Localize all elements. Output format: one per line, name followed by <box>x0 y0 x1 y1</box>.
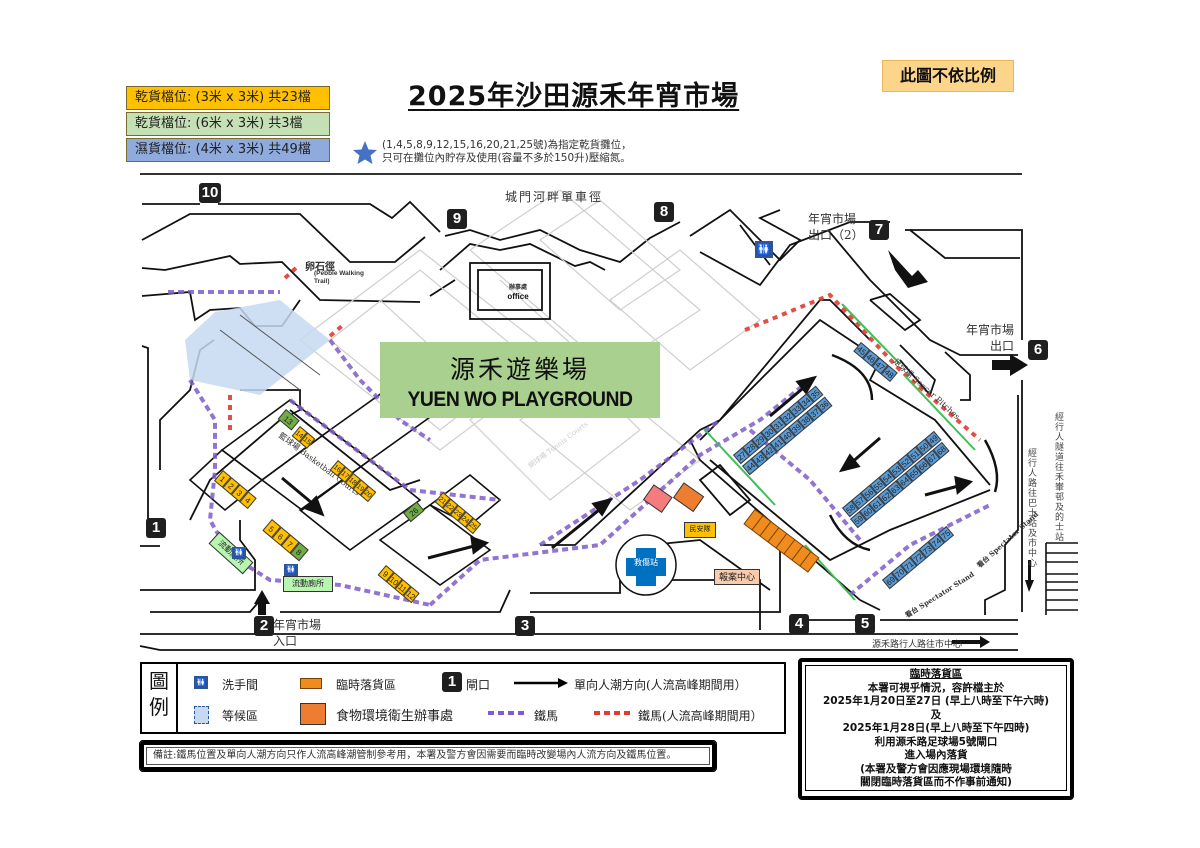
loading-notice-line: 2025年1月20日至27日 (早上八時至下午六時) <box>822 695 1049 707</box>
toilet-icon: 🚻 <box>755 241 773 258</box>
waiting-area-icon <box>194 706 209 724</box>
legend-wet-label: 濕貨檔位: (4米 x 3米) 共49檔 <box>135 142 311 157</box>
loading-notice-line: (本署及警方會因應現場環境隨時 <box>860 762 1012 775</box>
cycle-track-label: 城門河畔單車徑 <box>505 190 604 204</box>
loading-notice-line: 本署可視乎情況，容許檔主於 <box>867 681 1005 694</box>
loading-notice-box: 臨時落貨區 本署可視乎情況，容許檔主於 2025年1月20日至27日 (早上八時… <box>798 658 1074 800</box>
legend-box: 圖例 🚻 洗手間 臨時落貨區 1 閘口 單向人潮方向(人流高峰期間用） 等候區 … <box>140 662 786 734</box>
loading-zone-icon <box>743 508 820 573</box>
playground-name-en: YUEN WO PLAYGROUND <box>407 388 633 411</box>
office-zh: 辦事處 <box>508 284 527 291</box>
legend-wet-stall: 濕貨檔位: (4米 x 3米) 共49檔 <box>126 138 330 162</box>
legend-dry-small-label: 乾貨檔位: (3米 x 3米) 共23檔 <box>135 90 311 105</box>
report-centre-label: 報案中心 <box>714 569 760 585</box>
fehd-office-marker <box>672 482 705 513</box>
office-en: office <box>507 292 529 301</box>
gate-icon: 1 <box>442 672 462 692</box>
legend-toilet-label: 洗手間 <box>222 678 259 692</box>
star-note-line-1: (1,4,5,8,9,12,15,16,20,21,25號)為指定乾貨攤位， <box>382 139 632 151</box>
barrier-peak-icon <box>594 711 634 715</box>
loading-notice-line: 關閉臨時落貨區而不作事前通知) <box>860 776 1012 788</box>
legend-dry-large-stall: 乾貨檔位: (6米 x 3米) 共3檔 <box>126 112 330 136</box>
gate-2: 2 <box>254 616 274 636</box>
remark-box: 備註:鐵馬位置及單向人潮方向只作人流高峰潮管制參考用，本署及警方會因需要而臨時改… <box>139 740 717 772</box>
legend-heading: 圖例 <box>142 664 178 732</box>
police-post <box>642 484 673 513</box>
gate-7: 7 <box>869 220 889 240</box>
first-aid-cross-icon <box>626 548 666 586</box>
loading-notice-line: 進入場內落貨 <box>904 749 968 761</box>
playground-name-zh: 源禾遊樂場 <box>449 355 590 384</box>
legend-dry-large-label: 乾貨檔位: (6米 x 3米) 共3檔 <box>135 116 303 131</box>
gate-9: 9 <box>447 209 467 229</box>
legend-gate-label: 閘口 <box>466 678 491 692</box>
legend-fehd-label: 食物環境衛生辦事處 <box>336 709 454 724</box>
legend-barrier-peak-label: 鐵馬(人流高峰期間用） <box>638 709 763 723</box>
legend-oneway-label: 單向人潮方向(人流高峰期間用） <box>574 678 747 692</box>
gate-6: 6 <box>1028 340 1048 360</box>
playground-label: 源禾遊樂場 YUEN WO PLAYGROUND <box>380 342 660 418</box>
legend-heading-text: 圖例 <box>149 669 169 719</box>
loading-notice-text: 臨時落貨區 本署可視乎情況，容許檔主於 2025年1月20日至27日 (早上八時… <box>805 665 1067 791</box>
entrance-label: 年宵市場 入口 <box>273 618 322 648</box>
pebble-trail-zh: 卵石徑 <box>305 262 335 273</box>
curved-arrows <box>828 353 999 552</box>
exit-2-label: 年宵市場 出口（2） <box>808 212 864 242</box>
loading-notice-line: 及 <box>930 708 942 721</box>
gate-8: 8 <box>654 202 674 222</box>
page-title: 2025年沙田源禾年宵市場 <box>408 81 740 112</box>
exit-arrows <box>254 250 1034 648</box>
loading-zone-icon <box>300 678 322 689</box>
loading-notice-line: 2025年1月28日(早上八時至下午四時) <box>842 722 1030 734</box>
barrier-icon <box>488 711 528 715</box>
exit-label: 年宵市場 出口 <box>966 323 1015 353</box>
mobile-toilet-bottom: 流動廁所 <box>283 576 333 592</box>
route-bus-station-label: 經行人路往巴士站及市中心 <box>1026 448 1036 568</box>
loading-notice-title: 臨時落貨區 <box>909 668 963 680</box>
star-note-line-2: 只可在攤位內貯存及使用(容量不多於150升)壓縮氮。 <box>382 152 631 164</box>
not-to-scale-badge: 此圖不依比例 <box>882 60 1014 92</box>
arrow-right-icon <box>514 678 568 688</box>
gate-10: 10 <box>199 183 221 203</box>
gate-3: 3 <box>515 616 535 636</box>
civil-aid-label: 民安隊 <box>684 522 716 538</box>
first-aid-label: 救傷站 <box>634 558 658 567</box>
gate-5: 5 <box>855 614 875 634</box>
gate-4: 4 <box>789 614 809 634</box>
toilet-icon: 🚻 <box>194 676 208 689</box>
legend-barrier-label: 鐵馬 <box>534 709 559 723</box>
legend-dry-small-stall: 乾貨檔位: (3米 x 3米) 共23檔 <box>126 86 330 110</box>
waiting-area <box>185 300 330 395</box>
toilet-icon: 🚻 <box>232 547 246 559</box>
star-icon <box>353 141 377 164</box>
remark-text: 備註:鐵馬位置及單向人潮方向只作人流高峰潮管制參考用，本署及警方會因需要而臨時改… <box>146 747 710 765</box>
fehd-office-icon <box>300 703 326 725</box>
star-note: (1,4,5,8,9,12,15,16,20,21,25號)為指定乾貨攤位， 只… <box>382 139 632 165</box>
toilet-icon: 🚻 <box>284 564 298 576</box>
stairs <box>1045 542 1078 615</box>
legend-loading-label: 臨時落貨區 <box>336 678 397 692</box>
route-taxi-label: 經行人隧道往禾輋邨及的士站 <box>1053 412 1063 542</box>
gate-1: 1 <box>146 518 166 538</box>
pebble-trail-en: (Pebble Walking Trail) <box>314 270 364 285</box>
road-to-town-label: 源禾路行人路往市中心 <box>872 640 963 650</box>
oneway-arrows <box>281 375 974 560</box>
legend-waiting-label: 等候區 <box>222 709 259 723</box>
barriers-peak <box>228 266 982 442</box>
loading-notice-line: 利用源禾路足球場5號閘口 <box>874 735 998 748</box>
